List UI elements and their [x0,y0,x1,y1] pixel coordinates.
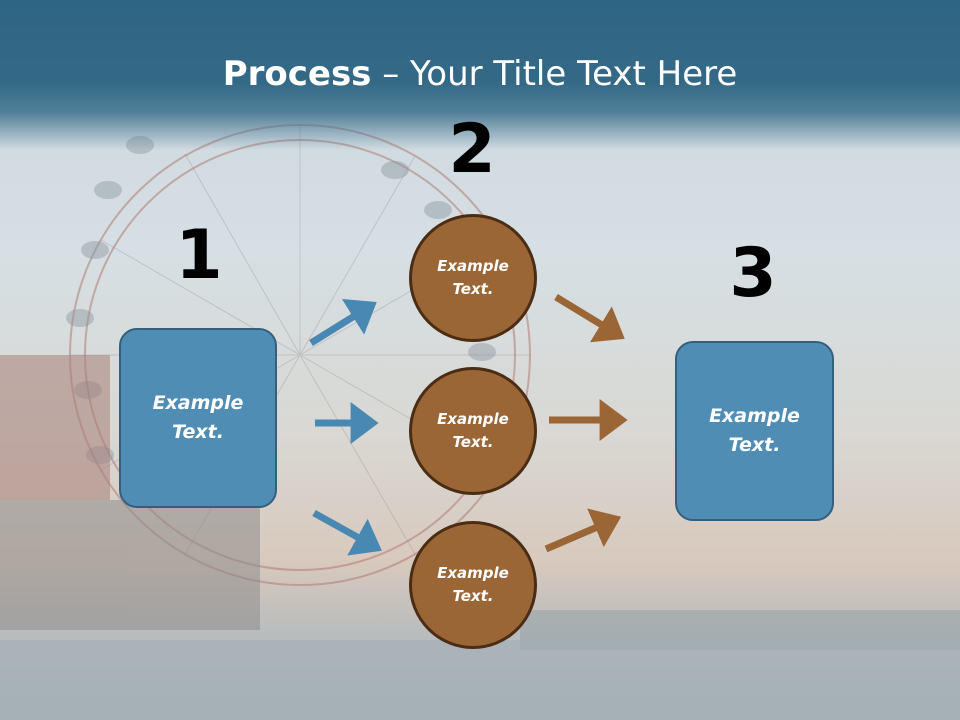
title-rest: – Your Title Text Here [371,54,738,94]
circle-1-line1: Example [437,257,509,275]
step-number-2: 2 [448,110,496,189]
right-box-line2: Text. [728,434,781,456]
right-box: Example Text. [675,341,834,521]
circle-1: Example Text. [409,214,537,342]
arrow-to-circle-3 [312,509,382,556]
left-box-line2: Text. [172,421,224,443]
circle-2-line2: Text. [452,433,494,451]
arrow-to-circle-1 [309,299,377,346]
arrow-from-circle-3 [544,508,622,553]
left-box-line1: Example [152,392,244,414]
right-box-line1: Example [709,405,800,427]
circle-2-line1: Example [437,410,509,428]
title-band [0,0,960,150]
slide-title: Process – Your Title Text Here [0,50,960,98]
left-box: Example Text. [119,328,277,508]
circle-2: Example Text. [409,367,537,495]
circle-3-line2: Text. [452,587,494,605]
arrow-from-circle-1 [554,294,625,343]
step-number-3: 3 [729,234,777,313]
circle-3: Example Text. [409,521,537,649]
title-bold: Process [222,54,372,94]
circle-1-line2: Text. [452,280,494,298]
circle-3-line1: Example [437,564,509,582]
step-number-1: 1 [175,216,223,295]
